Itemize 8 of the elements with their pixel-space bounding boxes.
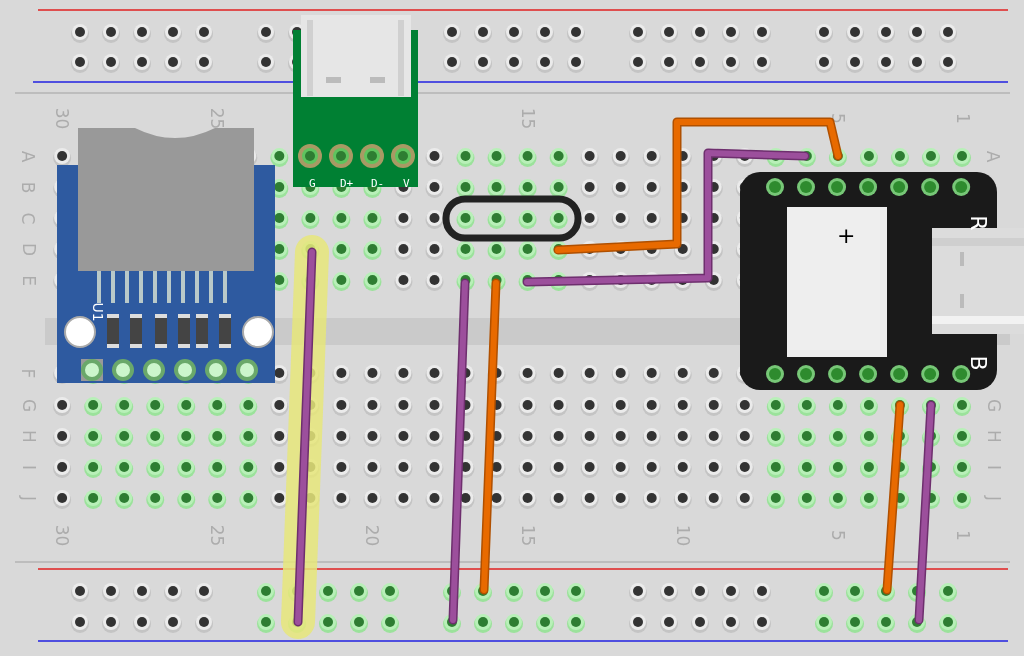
part-label: U1 (90, 302, 105, 322)
board-label: R (966, 215, 989, 231)
pin-label: G (309, 178, 316, 189)
pin-label: D+ (340, 178, 354, 189)
board-label: B (966, 355, 989, 371)
board-label: + (837, 225, 856, 247)
pin-label: V (403, 178, 410, 189)
pin-label: D- (371, 178, 385, 189)
